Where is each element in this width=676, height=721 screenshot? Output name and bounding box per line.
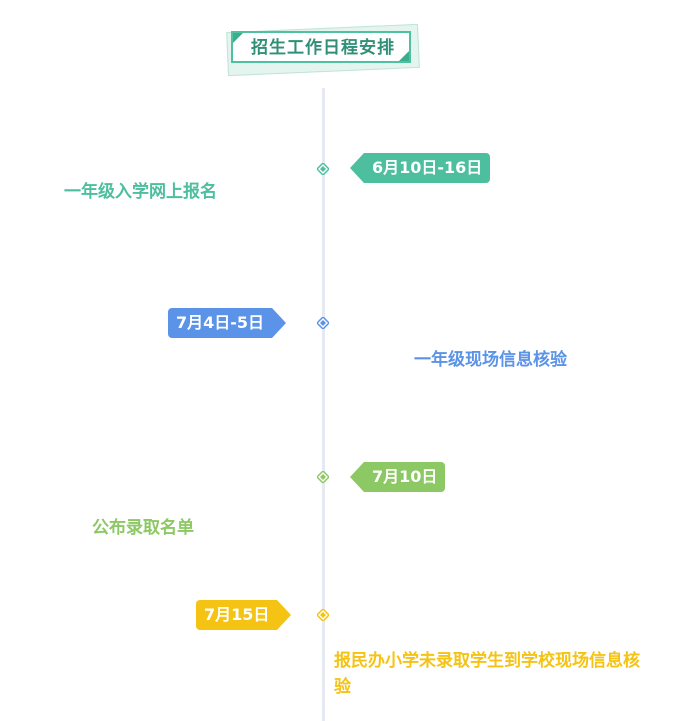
event-date-tag: 7月10日 (349, 462, 446, 492)
schedule-title-banner: 招生工作日程安排 (226, 23, 420, 77)
event-date-tag: 6月10日-16日 (349, 153, 491, 183)
title-banner-box: 招生工作日程安排 (231, 31, 411, 63)
event-description: 一年级入学网上报名 (64, 182, 217, 202)
timeline-marker-diamond-icon (317, 609, 329, 621)
event-date-tag: 7月15日 (196, 600, 292, 630)
timeline-marker-diamond-icon (317, 317, 329, 329)
event-description: 公布录取名单 (92, 518, 194, 538)
title-corner-accent-left (233, 33, 243, 43)
timeline-marker-diamond-icon (317, 471, 329, 483)
page-title: 招生工作日程安排 (251, 38, 395, 58)
event-description: 一年级现场信息核验 (414, 350, 567, 370)
timeline-line (322, 88, 325, 721)
event-date-tag: 7月4日-5日 (168, 308, 287, 338)
event-description: 报民办小学未录取学生到学校现场信息核验 (334, 651, 640, 697)
title-corner-accent-right (399, 51, 409, 61)
timeline-marker-diamond-icon (317, 163, 329, 175)
